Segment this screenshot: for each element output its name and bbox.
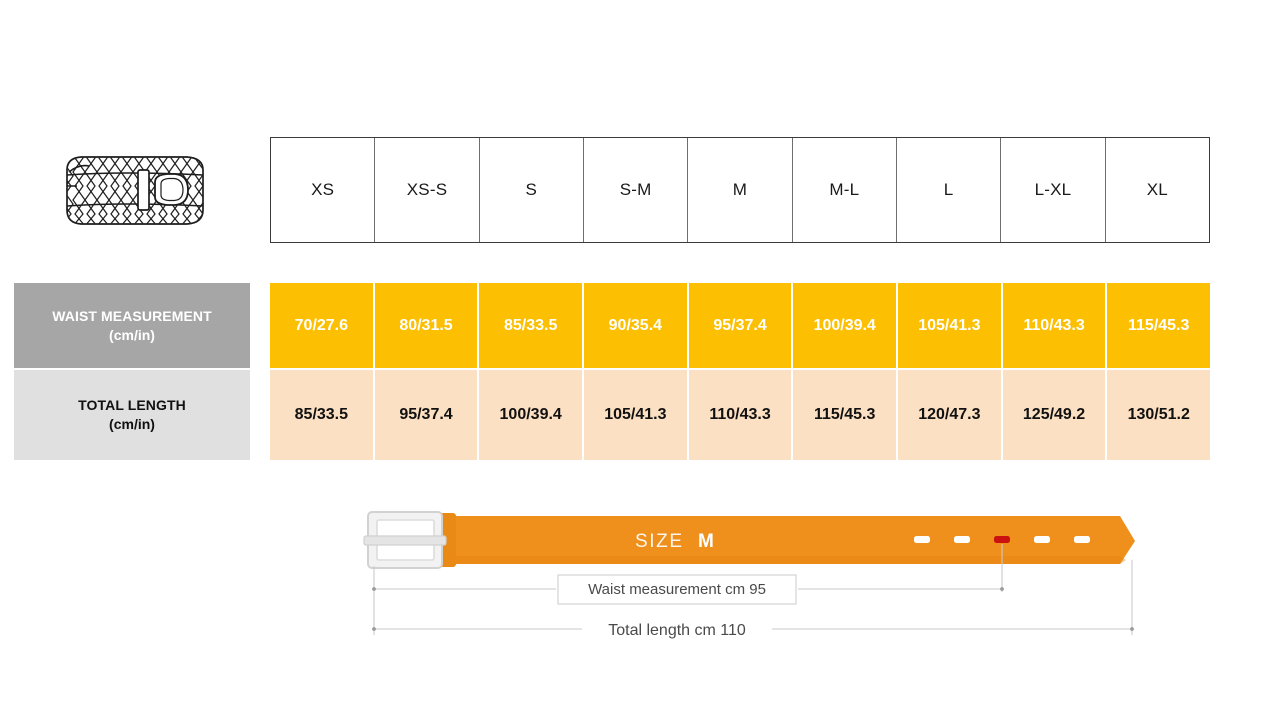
diagram-size-prefix: SIZE	[635, 531, 684, 552]
size-header-cell: M-L	[793, 138, 897, 242]
total-length-dimension-label: Total length cm 110	[608, 622, 746, 639]
length-cell: 85/33.5	[270, 370, 375, 460]
size-header-cell: L	[897, 138, 1002, 242]
size-header-cell: S-M	[584, 138, 689, 242]
waist-label-line2: (cm/in)	[109, 326, 155, 343]
size-header-table: XS XS-S S S-M M M-L L L-XL XL	[270, 137, 1210, 243]
length-cell: 130/51.2	[1107, 370, 1211, 460]
waist-measurement-label: WAIST MEASUREMENT (cm/in)	[14, 283, 250, 368]
belt-hole	[1074, 536, 1090, 543]
length-label-line1: TOTAL LENGTH	[78, 397, 186, 414]
belt-strap	[448, 516, 1135, 564]
waist-dimension-label: Waist measurement cm 95	[588, 581, 766, 598]
total-length-row: 85/33.5 95/37.4 100/39.4 105/41.3 110/43…	[270, 370, 1211, 460]
size-header-cell: M	[688, 138, 793, 242]
belt-measurement-diagram: SIZE M Waist measurement cm 95	[360, 500, 1160, 650]
belt-hole	[1034, 536, 1050, 543]
length-cell: 100/39.4	[479, 370, 585, 460]
waist-dimension-line: Waist measurement cm 95	[372, 574, 1004, 605]
waist-label-line1: WAIST MEASUREMENT	[52, 307, 212, 324]
belt-hole-highlighted	[994, 536, 1010, 543]
length-label-line2: (cm/in)	[109, 416, 155, 432]
waist-cell: 100/39.4	[793, 283, 899, 368]
belt-hole	[914, 536, 930, 543]
buckle-prong-bar	[363, 535, 447, 546]
waist-cell: 115/45.3	[1107, 283, 1211, 368]
diagram-size-value: M	[698, 531, 714, 552]
woven-belt-icon	[55, 142, 215, 238]
length-cell: 110/43.3	[688, 370, 794, 460]
waist-cell: 110/43.3	[1002, 283, 1108, 368]
size-header-cell: XL	[1146, 180, 1168, 199]
size-header-cell: L-XL	[1001, 138, 1106, 242]
total-length-dimension-line: Total length cm 110	[372, 622, 1134, 639]
waist-cell: 70/27.6	[270, 283, 375, 368]
waist-cell: 80/31.5	[374, 283, 480, 368]
waist-cell: 85/33.5	[479, 283, 585, 368]
length-cell: 120/47.3	[898, 370, 1003, 460]
waist-measurement-row: 70/27.6 80/31.5 85/33.5 90/35.4 95/37.4 …	[270, 283, 1211, 368]
waist-cell: 95/37.4	[688, 283, 794, 368]
belt-hole	[954, 536, 970, 543]
size-header-cell: XS	[271, 138, 376, 242]
waist-cell: 105/41.3	[898, 283, 1003, 368]
waist-cell: 90/35.4	[584, 283, 689, 368]
length-cell: 115/45.3	[793, 370, 899, 460]
waist-label-box	[557, 574, 797, 605]
belt-holes	[914, 536, 1090, 543]
length-cell: 105/41.3	[584, 370, 689, 460]
size-header-cell: XS-S	[375, 138, 480, 242]
length-cell: 125/49.2	[1002, 370, 1108, 460]
total-length-label: TOTAL LENGTH (cm/in)	[14, 370, 250, 460]
length-cell: 95/37.4	[374, 370, 480, 460]
size-header-cell: S	[480, 138, 584, 242]
